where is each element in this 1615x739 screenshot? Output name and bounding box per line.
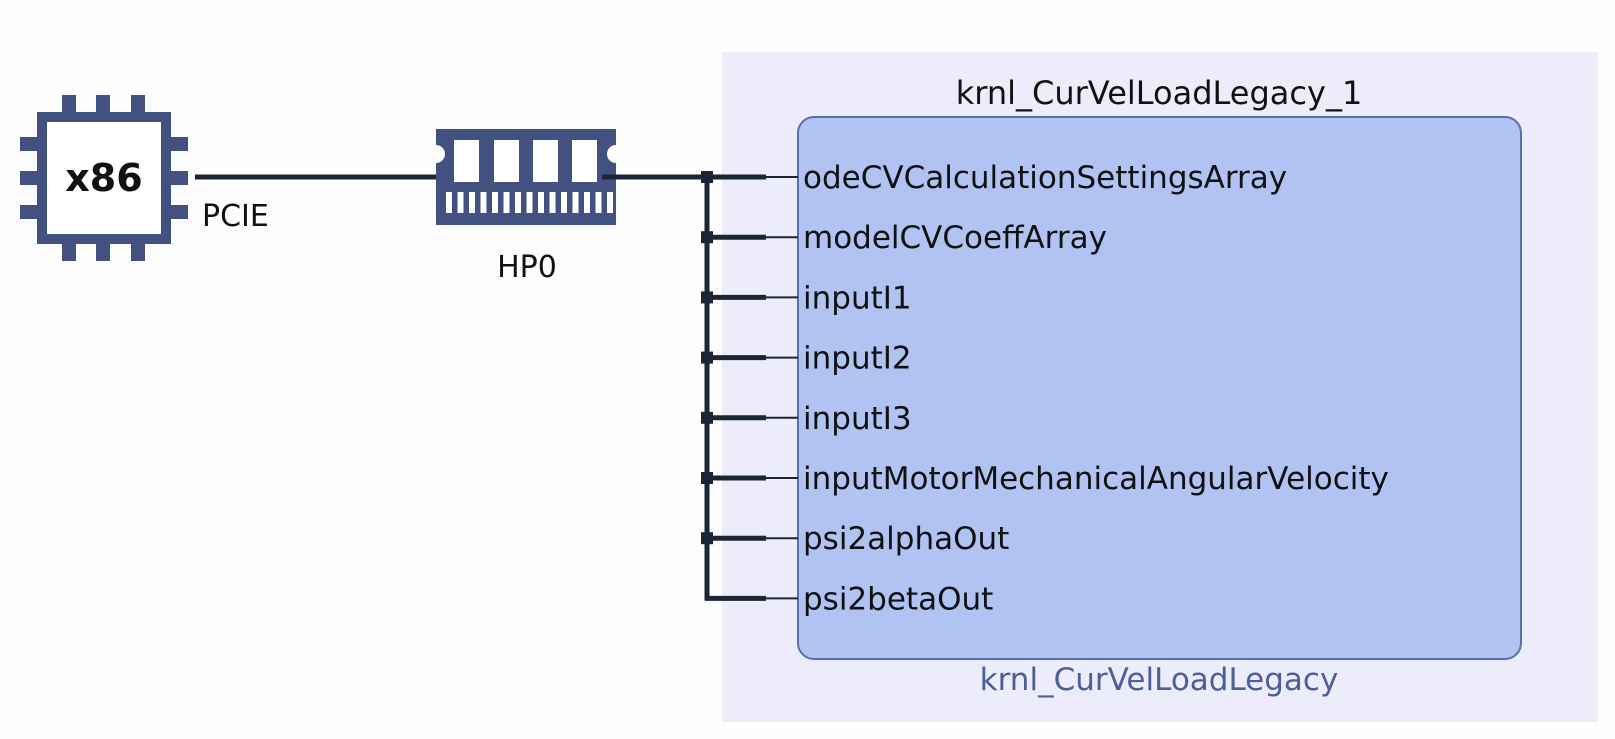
bus-junction bbox=[701, 291, 713, 304]
memory-module-icon[interactable] bbox=[427, 129, 625, 225]
port-label[interactable]: inputI2 bbox=[803, 341, 912, 377]
port-label[interactable]: inputI1 bbox=[803, 280, 912, 316]
kernel-instance-name: krnl_CurVelLoadLegacy_1 bbox=[956, 74, 1363, 112]
kernel-block[interactable] bbox=[797, 116, 1522, 660]
bus-junction bbox=[701, 411, 713, 424]
kernel-type-name: krnl_CurVelLoadLegacy bbox=[980, 662, 1339, 698]
port-label[interactable]: psi2betaOut bbox=[803, 581, 993, 617]
port-label[interactable]: inputI3 bbox=[803, 401, 912, 437]
pcie-label: PCIE bbox=[202, 199, 269, 234]
cpu-chip-icon[interactable]: x86 bbox=[20, 95, 188, 261]
bus-junction bbox=[701, 351, 713, 364]
port-label[interactable]: inputMotorMechanicalAngularVelocity bbox=[803, 461, 1389, 497]
bus-junction bbox=[701, 532, 713, 545]
cpu-chip-label: x86 bbox=[65, 156, 142, 200]
port-wires bbox=[701, 171, 798, 601]
port-label[interactable]: modelCVCoeffArray bbox=[803, 220, 1107, 256]
port-label[interactable]: odeCVCalculationSettingsArray bbox=[803, 160, 1287, 196]
bus-junction bbox=[701, 231, 713, 244]
bus-junction bbox=[701, 472, 713, 484]
memory-label: HP0 bbox=[497, 250, 557, 285]
port-label[interactable]: psi2alphaOut bbox=[803, 521, 1009, 557]
port-labels: odeCVCalculationSettingsArray modelCVCoef… bbox=[803, 160, 1389, 617]
